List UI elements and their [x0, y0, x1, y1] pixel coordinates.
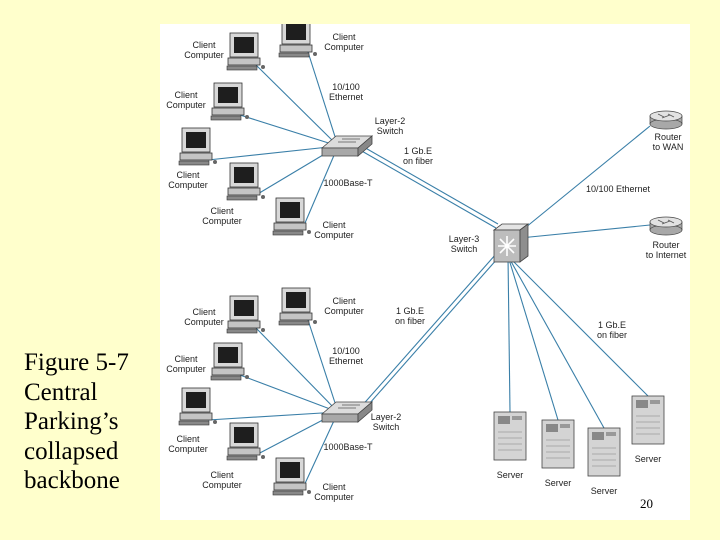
- link-bottom-client-1: [255, 327, 339, 413]
- client-computer-bottom-4: [178, 387, 217, 426]
- fiber-bottom-b: [361, 257, 499, 413]
- label-server-1: Server: [497, 470, 524, 480]
- label-server-4: Server: [635, 454, 662, 464]
- fiber-top-a: [359, 149, 497, 229]
- link-top-client-2: [307, 51, 339, 147]
- client-computer-top-3: [210, 82, 249, 121]
- figure-caption: Figure 5-7 Central Parking’s collapsed b…: [24, 348, 164, 496]
- link-server-4: [507, 255, 649, 397]
- caption-line-5: backbone: [24, 467, 120, 494]
- client-computer-top-5: [226, 162, 265, 201]
- client-computer-bottom-3: [210, 342, 249, 381]
- link-router-internet: [519, 224, 651, 239]
- link-top-client-3: [239, 114, 339, 147]
- caption-line-1: Figure 5-7: [24, 349, 129, 376]
- link-top-client-1: [255, 64, 339, 147]
- server-2: [541, 419, 575, 469]
- layer2-switch-bottom: [320, 401, 374, 423]
- link-server-3: [507, 255, 605, 429]
- client-computer-top-1: [226, 32, 265, 71]
- link-bottom-client-2: [307, 319, 339, 413]
- router-wan: [649, 110, 683, 130]
- label-server-2: Server: [545, 478, 572, 488]
- client-computer-bottom-5: [226, 422, 265, 461]
- link-bottom-client-3: [239, 374, 339, 413]
- label-1000baset-bottom: 1000Base-T: [323, 442, 373, 452]
- caption-line-4: collapsed: [24, 437, 119, 465]
- link-server-1: [507, 255, 511, 413]
- client-computer-bottom-1: [226, 295, 265, 334]
- server-3: [587, 427, 621, 477]
- page-number: 20: [640, 496, 653, 511]
- label-1000baset-top: 1000Base-T: [323, 178, 373, 188]
- fiber-bottom-a: [359, 253, 497, 409]
- layer3-switch: [492, 223, 530, 263]
- fiber-top-b: [361, 145, 499, 225]
- label-server-3: Server: [591, 486, 618, 496]
- link-top-client-4: [207, 145, 339, 161]
- link-router-wan: [519, 125, 651, 233]
- client-computer-top-4: [178, 127, 217, 166]
- server-1: [493, 411, 527, 461]
- server-4: [631, 395, 665, 445]
- link-server-2: [507, 255, 559, 421]
- link-bottom-client-4: [207, 411, 339, 421]
- link-bottom-client-6: [301, 411, 339, 491]
- link-top-client-6: [301, 145, 339, 231]
- layer2-switch-top: [320, 135, 374, 157]
- client-computer-top-6: [272, 197, 311, 236]
- client-computer-bottom-6: [272, 457, 311, 496]
- router-internet: [649, 216, 683, 236]
- caption-line-3: Parking’s: [24, 408, 119, 435]
- client-computer-top-2: [278, 24, 317, 58]
- caption-line-2: Central: [24, 378, 98, 406]
- client-computer-bottom-2: [278, 287, 317, 326]
- label-ethernet-router: 10/100 Ethernet: [586, 184, 651, 194]
